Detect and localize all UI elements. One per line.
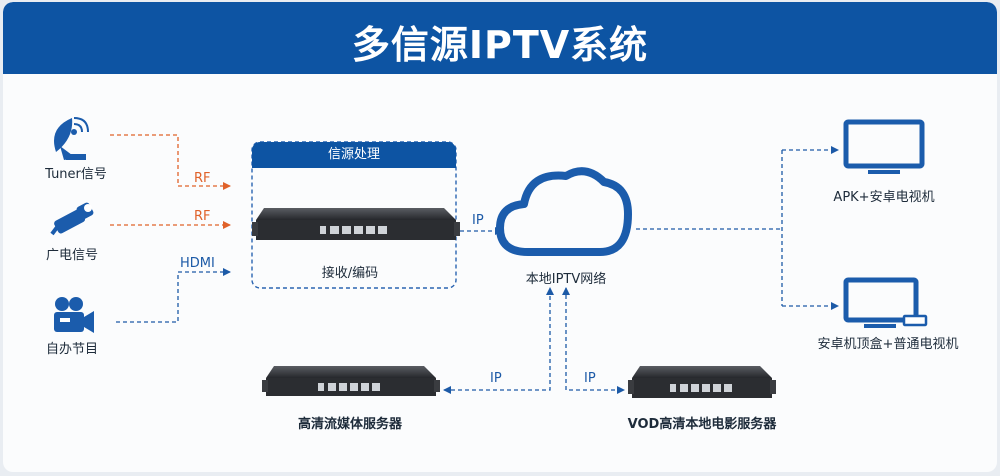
rf-label-2: RF	[194, 209, 211, 224]
android-tv-label: APK+安卓电视机	[833, 190, 935, 205]
encoder-label: 接收/编码	[321, 266, 379, 281]
stb-tv-label: 安卓机顶盒+普通电视机	[817, 337, 959, 352]
hdmi-label: HDMI	[180, 256, 215, 271]
cloud-icon	[496, 167, 632, 256]
processing-box-title: 信源处理	[252, 142, 456, 168]
video-camera-icon	[54, 297, 94, 333]
tv-icon	[843, 119, 925, 174]
vod-server-label: VOD高清本地电影服务器	[627, 417, 777, 432]
cable-source-label: 广电信号	[45, 248, 99, 263]
streaming-server-link	[443, 287, 554, 394]
streaming-server-label: 高清流媒体服务器	[297, 417, 403, 432]
own-program-source-label: 自办节目	[45, 342, 99, 357]
ip-label-vod: IP	[584, 371, 596, 386]
page-title: 多信源IPTV系统	[351, 23, 649, 67]
encoder-device	[252, 208, 460, 240]
rf-signal-line-1	[110, 134, 231, 190]
satellite-dish-icon	[54, 117, 89, 160]
tv-with-set-top-box-icon	[843, 277, 928, 328]
network-label: 本地IPTV网络	[525, 272, 607, 287]
title-bar: 多信源IPTV系统	[3, 2, 997, 74]
ip-label-stream: IP	[490, 371, 502, 386]
hdmi-signal-line	[116, 268, 231, 323]
tuner-source-label: Tuner信号	[45, 167, 107, 182]
vod-server-link	[562, 287, 625, 394]
ip-label-encoder: IP	[472, 213, 484, 228]
streaming-server-device	[262, 366, 440, 396]
rf-label-1: RF	[194, 171, 211, 186]
vod-server-device	[628, 366, 776, 398]
antenna-cable-icon	[50, 202, 94, 236]
